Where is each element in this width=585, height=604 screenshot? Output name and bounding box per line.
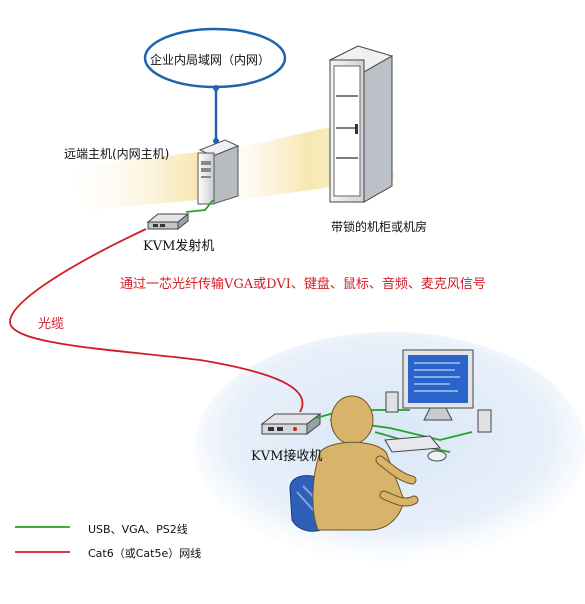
signal-caption: 通过一芯光纤传输VGA或DVI、键盘、鼠标、音频、麦克风信号 [120, 277, 486, 292]
left-speaker-icon [385, 391, 399, 413]
host-beam-left [65, 152, 198, 210]
kvm-receiver-icon [260, 412, 322, 436]
fiber-label: 光缆 [38, 317, 65, 332]
legend-item-signal-label: USB、VGA、PS2线 [88, 523, 188, 536]
monitor-icon [402, 349, 474, 421]
kvm-transmitter-icon [146, 212, 190, 231]
server-tower-icon [197, 139, 240, 205]
locked-cabinet-icon [328, 45, 394, 203]
cabinet-label: 带锁的机柜或机房 [331, 220, 428, 234]
remote-host-label: 远端主机(内网主机) [64, 147, 170, 161]
network-link-dot-top [213, 85, 219, 91]
fiber-optic-cable [9, 228, 304, 413]
network-label: 企业内局域网（内网） [150, 53, 271, 67]
transmitter-label: KVM发射机 [143, 239, 215, 254]
user-person-icon [312, 395, 419, 531]
keyboard-icon [384, 435, 441, 453]
right-speaker-icon [477, 409, 492, 433]
receiver-label: KVM接收机 [251, 449, 323, 464]
mouse-icon [427, 450, 447, 462]
legend-item-network-label: Cat6（或Cat5e）网线 [88, 547, 202, 560]
host-to-transmitter-cable [185, 199, 214, 213]
